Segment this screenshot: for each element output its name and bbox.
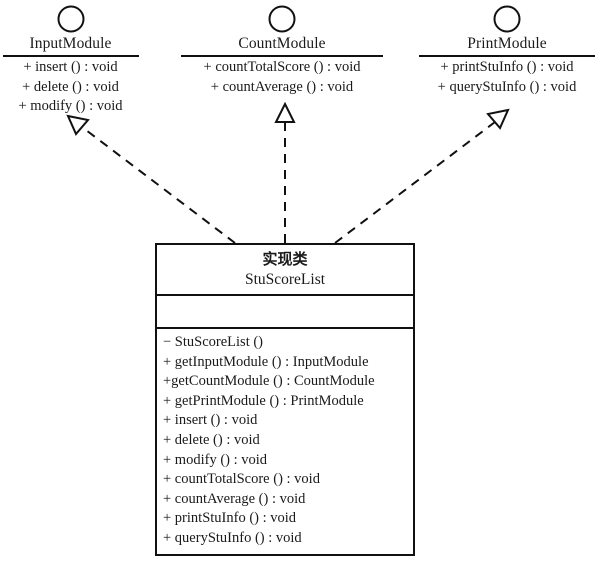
interface-operations-inputmodule: + insert () : void + delete () : void + …	[0, 58, 141, 117]
class-title-compartment: 实现类 StuScoreList	[157, 245, 413, 296]
operation-item: + printStuInfo () : void	[440, 59, 574, 75]
operation-item: + countAverage () : void	[210, 78, 354, 95]
interface-countmodule: CountModule + countTotalScore () : void …	[180, 4, 384, 97]
operation-item: + queryStuInfo () : void	[437, 78, 577, 95]
interface-name-inputmodule: InputModule	[29, 35, 112, 52]
interface-name-separator	[181, 55, 383, 57]
operation-item: +getCountModule () : CountModule	[163, 373, 375, 390]
operation-item: + getPrintModule () : PrintModule	[163, 392, 364, 409]
operation-item: + queryStuInfo () : void	[163, 529, 302, 546]
operation-item: + countTotalScore () : void	[163, 471, 320, 488]
interface-name-separator	[419, 55, 595, 57]
operation-item: + modify () : void	[18, 98, 123, 114]
edge-stuscorelist-printmodule	[334, 108, 510, 244]
operation-item: + insert () : void	[23, 59, 118, 75]
interface-lollipop-icon	[57, 5, 84, 33]
interface-name-countmodule: CountModule	[238, 35, 326, 52]
operation-item: + insert () : void	[163, 412, 258, 429]
interface-lollipop-icon	[268, 5, 296, 33]
class-attributes-compartment	[157, 296, 413, 329]
interface-lollipop-icon	[493, 5, 521, 33]
operation-item: + delete () : void	[22, 78, 119, 95]
class-stereotype: 实现类	[262, 250, 308, 268]
operation-item: + countTotalScore () : void	[203, 59, 361, 75]
interface-name-separator	[2, 55, 139, 57]
interface-name-printmodule: PrintModule	[467, 35, 547, 52]
operation-item: + modify () : void	[163, 451, 268, 468]
edge-stuscorelist-inputmodule	[66, 114, 236, 244]
class-operations-compartment: − StuScoreList () + getInputModule () : …	[157, 329, 413, 549]
interface-printmodule: PrintModule + printStuInfo () : void + q…	[418, 4, 596, 97]
operation-item: + countAverage () : void	[163, 490, 306, 507]
operation-item: + delete () : void	[163, 431, 260, 448]
edge-stuscorelist-countmodule	[274, 101, 296, 243]
operation-item: + printStuInfo () : void	[163, 510, 297, 527]
operation-item: + getInputModule () : InputModule	[163, 353, 369, 370]
operation-item: − StuScoreList ()	[163, 334, 263, 350]
interface-inputmodule: InputModule + insert () : void + delete …	[0, 4, 141, 117]
class-box-stuscorelist: 实现类 StuScoreList − StuScoreList () + get…	[155, 243, 415, 556]
interface-operations-printmodule: + printStuInfo () : void + queryStuInfo …	[418, 58, 596, 97]
class-name: StuScoreList	[244, 271, 326, 288]
interface-operations-countmodule: + countTotalScore () : void + countAvera…	[180, 58, 384, 97]
